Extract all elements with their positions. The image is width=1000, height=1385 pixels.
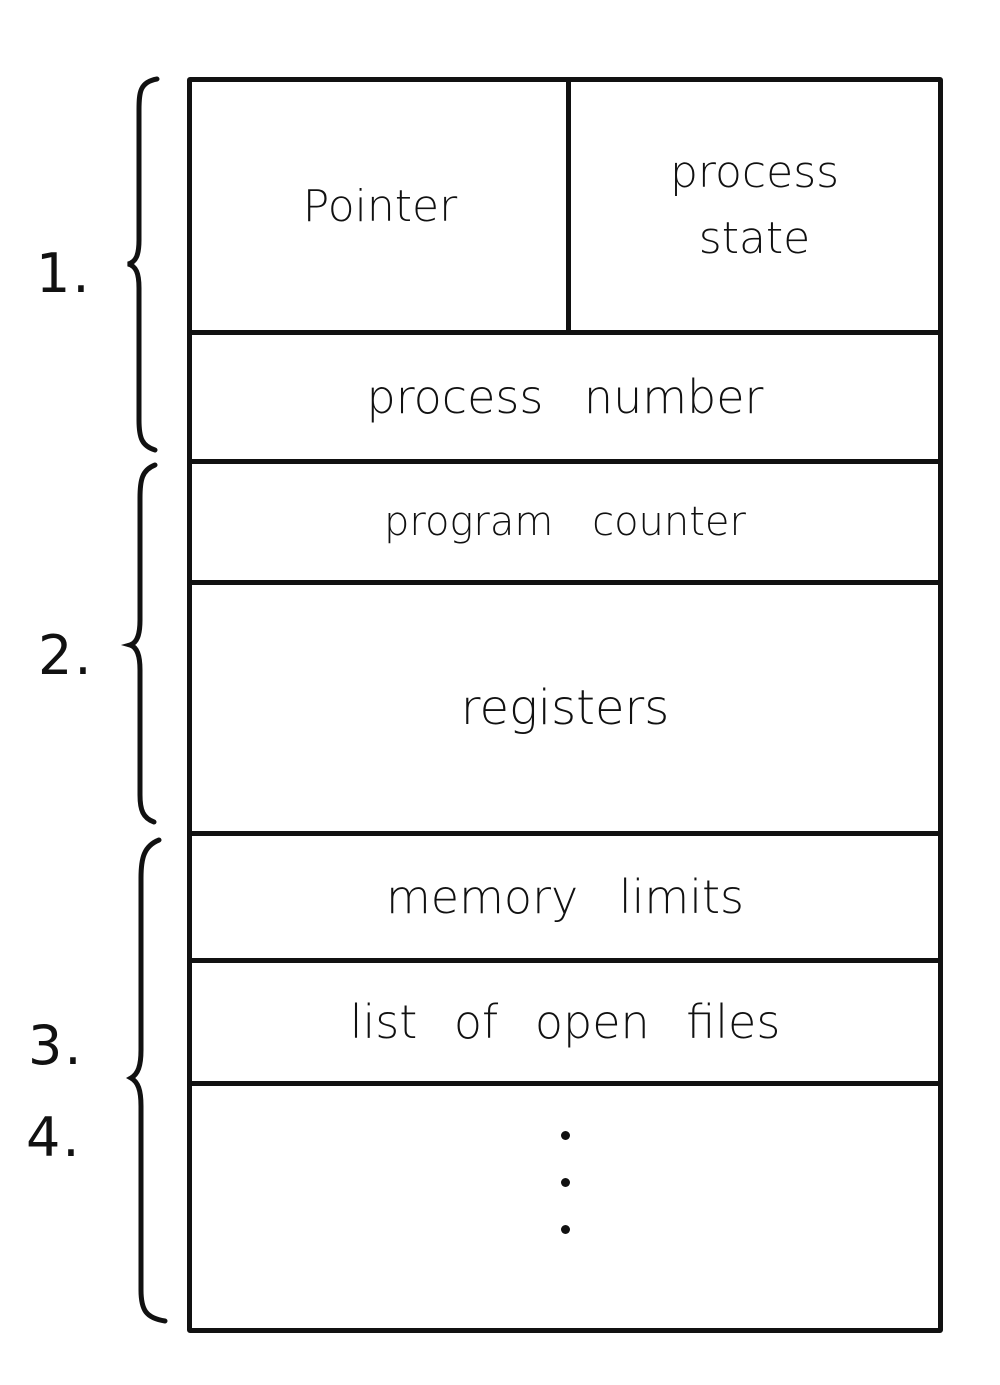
group-label-3: 3. [28, 1014, 84, 1077]
cell-more-entries [192, 1086, 938, 1328]
open-files-text: list of open files [349, 995, 781, 1049]
registers-text: registers [460, 680, 670, 736]
ellipsis-dot-1 [560, 1130, 570, 1140]
process-state-text-line2: state [698, 213, 811, 264]
cell-memory-limits: memory limits [192, 836, 938, 958]
cell-registers: registers [192, 585, 938, 831]
group-label-4: 4. [26, 1106, 82, 1169]
brace-group-2 [120, 462, 158, 825]
brace-group-1 [127, 76, 160, 453]
divider-row-5 [192, 958, 938, 963]
pointer-text: Pointer [302, 180, 458, 232]
divider-vertical [566, 82, 571, 332]
divider-row-6 [192, 1081, 938, 1086]
ellipsis-dot-2 [560, 1177, 570, 1187]
cell-process-state: process state [571, 82, 938, 330]
cell-process-number: process number [192, 335, 938, 459]
process-control-block: Pointer process state process number pro… [187, 77, 943, 1333]
process-state-text-line1: process [669, 147, 840, 198]
cell-pointer: Pointer [192, 82, 568, 330]
divider-row-2 [192, 459, 938, 464]
process-number-text: process number [366, 370, 764, 424]
divider-row-3 [192, 580, 938, 585]
cell-open-files: list of open files [192, 963, 938, 1081]
group-label-1: 1. [36, 242, 92, 305]
ellipsis-dot-3 [560, 1224, 570, 1234]
memory-limits-text: memory limits [386, 870, 744, 924]
program-counter-text: program counter [384, 499, 746, 545]
brace-group-3-4 [125, 837, 168, 1324]
cell-program-counter: program counter [192, 464, 938, 580]
group-label-2: 2. [38, 624, 94, 687]
divider-row-4 [192, 831, 938, 836]
divider-row-1 [192, 330, 938, 335]
